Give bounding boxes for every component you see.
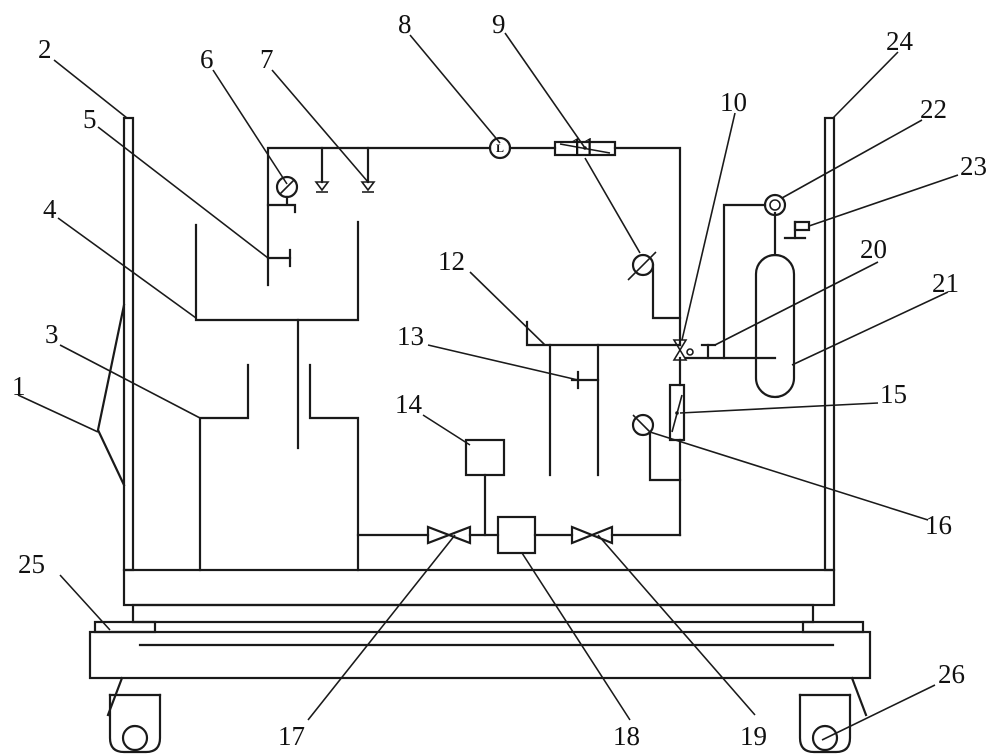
probe-b (360, 146, 376, 193)
label-11: 11 (570, 132, 596, 162)
top-pipe-left (266, 146, 492, 207)
label-24: 24 (886, 26, 914, 56)
label-18: 18 (613, 721, 640, 751)
label-7: 7 (260, 44, 274, 74)
right-foot-pad (801, 620, 865, 634)
label-19: 19 (740, 721, 767, 751)
leader-lines (17, 32, 959, 741)
right-post (823, 116, 836, 572)
gas-cylinder-assembly (722, 193, 811, 399)
label-21: 21 (932, 268, 959, 298)
label-2: 2 (38, 34, 52, 64)
label-8: 8 (398, 9, 412, 39)
upper-tank (194, 220, 360, 322)
label-9: 9 (492, 9, 506, 39)
label-4: 4 (43, 194, 57, 224)
middle-tank-top (525, 320, 682, 347)
label-13: 13 (397, 321, 424, 351)
label-12: 12 (438, 246, 465, 276)
sight-glass-15 (668, 383, 686, 537)
box-14 (464, 438, 506, 477)
base-platform (122, 568, 836, 607)
gauge-16 (631, 413, 682, 482)
gas-cylinder-21 (754, 253, 796, 399)
inlet-pipe (266, 203, 287, 287)
label-3: 3 (45, 319, 59, 349)
label-20: 20 (860, 234, 887, 264)
lower-tank-right-wall (308, 363, 360, 572)
part-labels: 1 2 3 4 5 6 7 8 9 10 11 12 13 14 15 16 1… (12, 9, 987, 751)
lower-tank-left-wall (198, 363, 250, 572)
gauge-11 (627, 251, 682, 320)
valve-17 (426, 525, 472, 545)
left-post (122, 116, 135, 572)
cart-body (88, 630, 872, 680)
label-1: 1 (12, 371, 26, 401)
flowmeter-8: L (488, 136, 512, 160)
valve-23 (783, 220, 811, 240)
label-25: 25 (18, 549, 45, 579)
probe-a (314, 146, 330, 193)
piping: L (266, 136, 777, 555)
label-17: 17 (278, 721, 305, 751)
right-wheel-strut (850, 676, 868, 717)
label-5: 5 (83, 104, 97, 134)
label-22: 22 (920, 94, 947, 124)
label-10: 10 (720, 87, 747, 117)
label-6: 6 (200, 44, 214, 74)
pump-18 (496, 515, 537, 555)
side-handle (96, 303, 126, 487)
label-16: 16 (925, 510, 952, 540)
lower-bar (131, 603, 815, 624)
valve-19 (570, 525, 614, 545)
label-14: 14 (395, 389, 423, 419)
right-wheel (798, 693, 852, 754)
label-15: 15 (880, 379, 907, 409)
label-26: 26 (938, 659, 965, 689)
left-wheel (108, 693, 162, 754)
label-23: 23 (960, 151, 987, 181)
frame (88, 116, 872, 754)
top-pipe-right (613, 146, 682, 347)
pressure-gauge-6 (275, 175, 299, 214)
flowmeter-symbol: L (496, 141, 504, 155)
